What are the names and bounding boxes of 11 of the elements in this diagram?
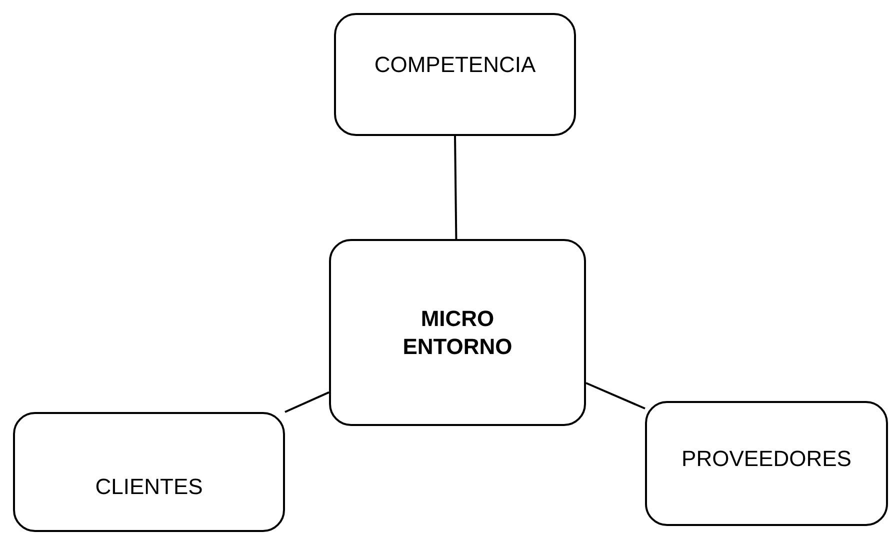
connector-line bbox=[454, 136, 458, 240]
rounded-box bbox=[334, 13, 576, 136]
box-label: MICRO ENTORNO bbox=[402, 305, 514, 360]
connector-line bbox=[284, 391, 330, 413]
rounded-box bbox=[645, 401, 888, 526]
box-label: COMPETENCIA bbox=[374, 50, 536, 78]
rounded-box bbox=[329, 239, 586, 426]
connector-line bbox=[586, 382, 646, 410]
rounded-box bbox=[13, 412, 285, 532]
box-label: PROVEEDORES bbox=[682, 444, 852, 472]
box-label: CLIENTES bbox=[95, 473, 203, 501]
